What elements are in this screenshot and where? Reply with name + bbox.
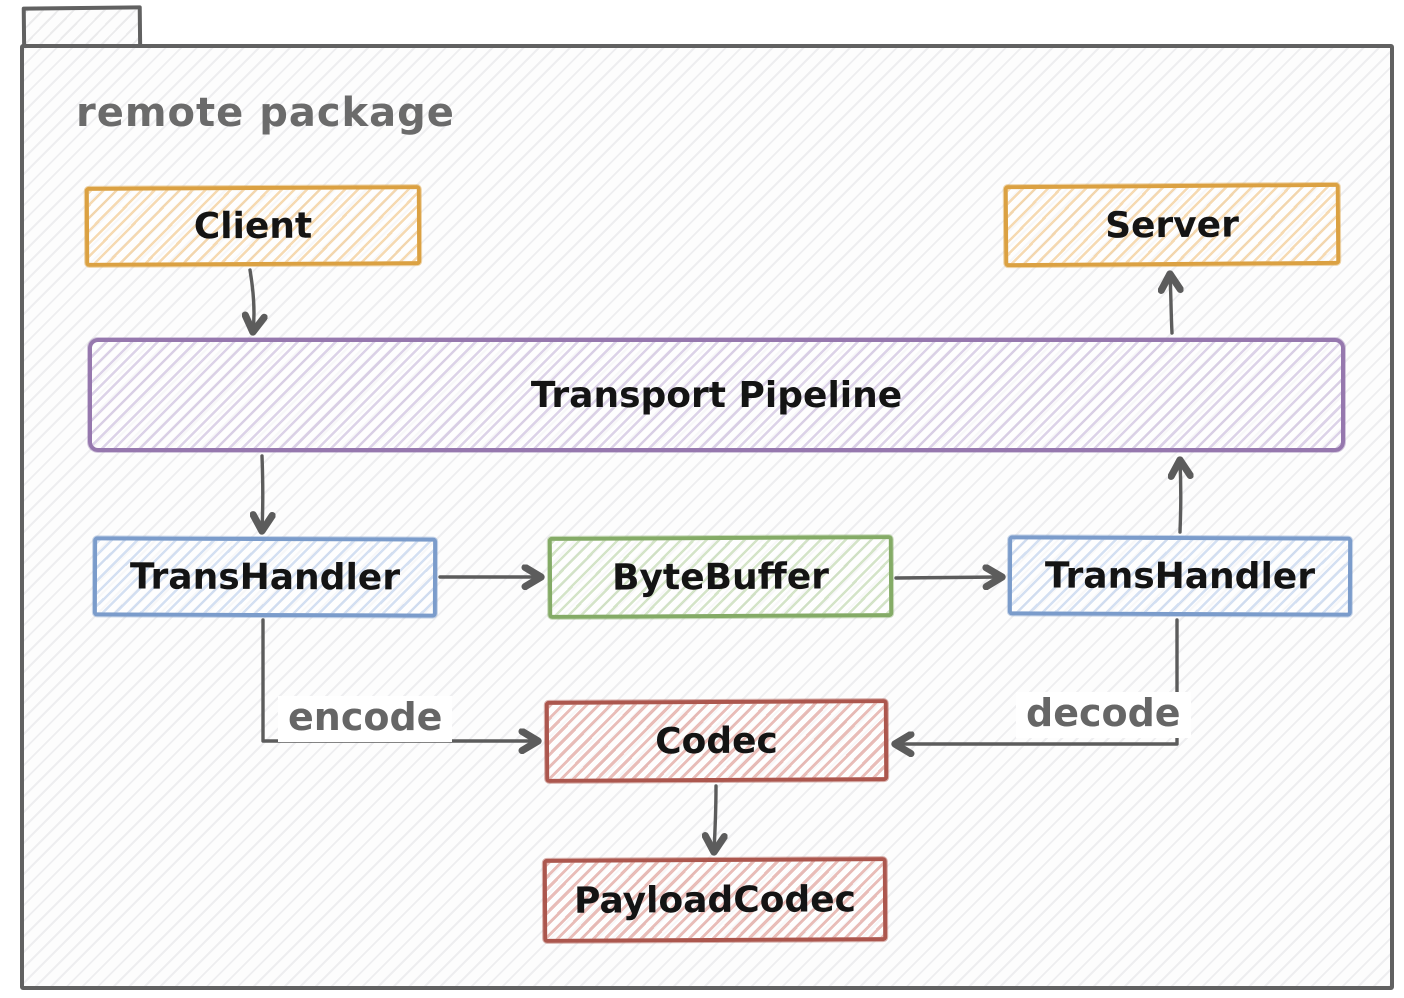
node-codec: Codec [544,699,889,783]
node-transhandler-left-label: TransHandler [129,556,401,598]
node-codec-label: Codec [655,720,778,762]
node-transport-pipeline: Transport Pipeline [88,338,1345,452]
node-server-label: Server [1104,204,1240,246]
node-transhandler-right: TransHandler [1007,535,1353,617]
node-bytebuffer-label: ByteBuffer [611,555,830,599]
edge-label-decode: decode [1016,692,1191,738]
node-transhandler-right-label: TransHandler [1044,555,1316,597]
node-transhandler-left: TransHandler [92,536,438,618]
package-title: remote package [76,90,455,136]
node-payloadcodec: PayloadCodec [542,857,888,943]
edge-label-encode: encode [278,696,453,742]
node-client-label: Client [193,205,313,247]
node-client: Client [84,185,422,267]
node-transport-pipeline-label: Transport Pipeline [530,374,903,416]
node-payloadcodec-label: PayloadCodec [573,878,857,922]
node-server: Server [1003,182,1341,268]
node-bytebuffer: ByteBuffer [547,535,894,619]
